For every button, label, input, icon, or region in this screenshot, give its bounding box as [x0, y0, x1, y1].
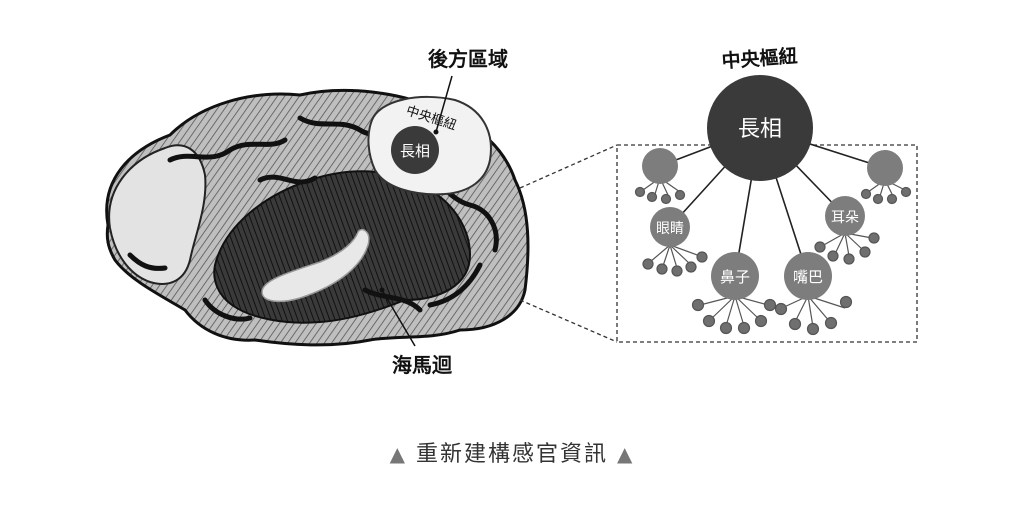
- hub-small-node: [391, 126, 439, 174]
- nose-label: 鼻子: [720, 268, 750, 286]
- ears-label: 耳朵: [831, 210, 859, 226]
- node-nose: [711, 252, 759, 300]
- node-top-left: [642, 148, 678, 184]
- node-hub-large: [707, 75, 813, 181]
- dots-nose: [691, 295, 777, 335]
- mouth-label: 嘴巴: [793, 268, 823, 286]
- face-small-label: 長相: [400, 142, 430, 160]
- node-mouth: [784, 252, 832, 300]
- dots-eyes: [642, 244, 708, 277]
- face-large-label: 長相: [738, 117, 782, 142]
- caption-left-triangle-icon: ▲: [389, 442, 407, 466]
- zoom-connector-bottom: [519, 299, 618, 343]
- posterior-region-label: 後方區域: [428, 47, 508, 71]
- node-top-right: [867, 150, 903, 186]
- hippocampus-shape: [261, 228, 370, 303]
- hippocampus-leader-line: [381, 289, 416, 347]
- zoom-connector-top: [519, 144, 618, 189]
- figure-caption: ▲ 重新建構感官資訊 ▲: [0, 436, 1024, 468]
- brain-illustration: [105, 88, 530, 347]
- node-ears: [825, 196, 865, 236]
- dots-ears: [814, 232, 880, 265]
- node-eyes: [650, 207, 690, 247]
- posterior-leader-line: [435, 75, 453, 133]
- hub-large-label: 中央樞紐: [721, 44, 798, 72]
- frontal-lobe-light: [108, 144, 207, 285]
- dots-mouth: [774, 295, 853, 336]
- hippocampus-leader-dot: [379, 287, 385, 293]
- caption-right-triangle-icon: ▲: [617, 442, 635, 466]
- eyes-label: 眼睛: [656, 221, 684, 237]
- posterior-leader-dot: [433, 129, 439, 135]
- hippocampus-label: 海馬迴: [392, 353, 453, 377]
- caption-text: 重新建構感官資訊: [415, 442, 608, 467]
